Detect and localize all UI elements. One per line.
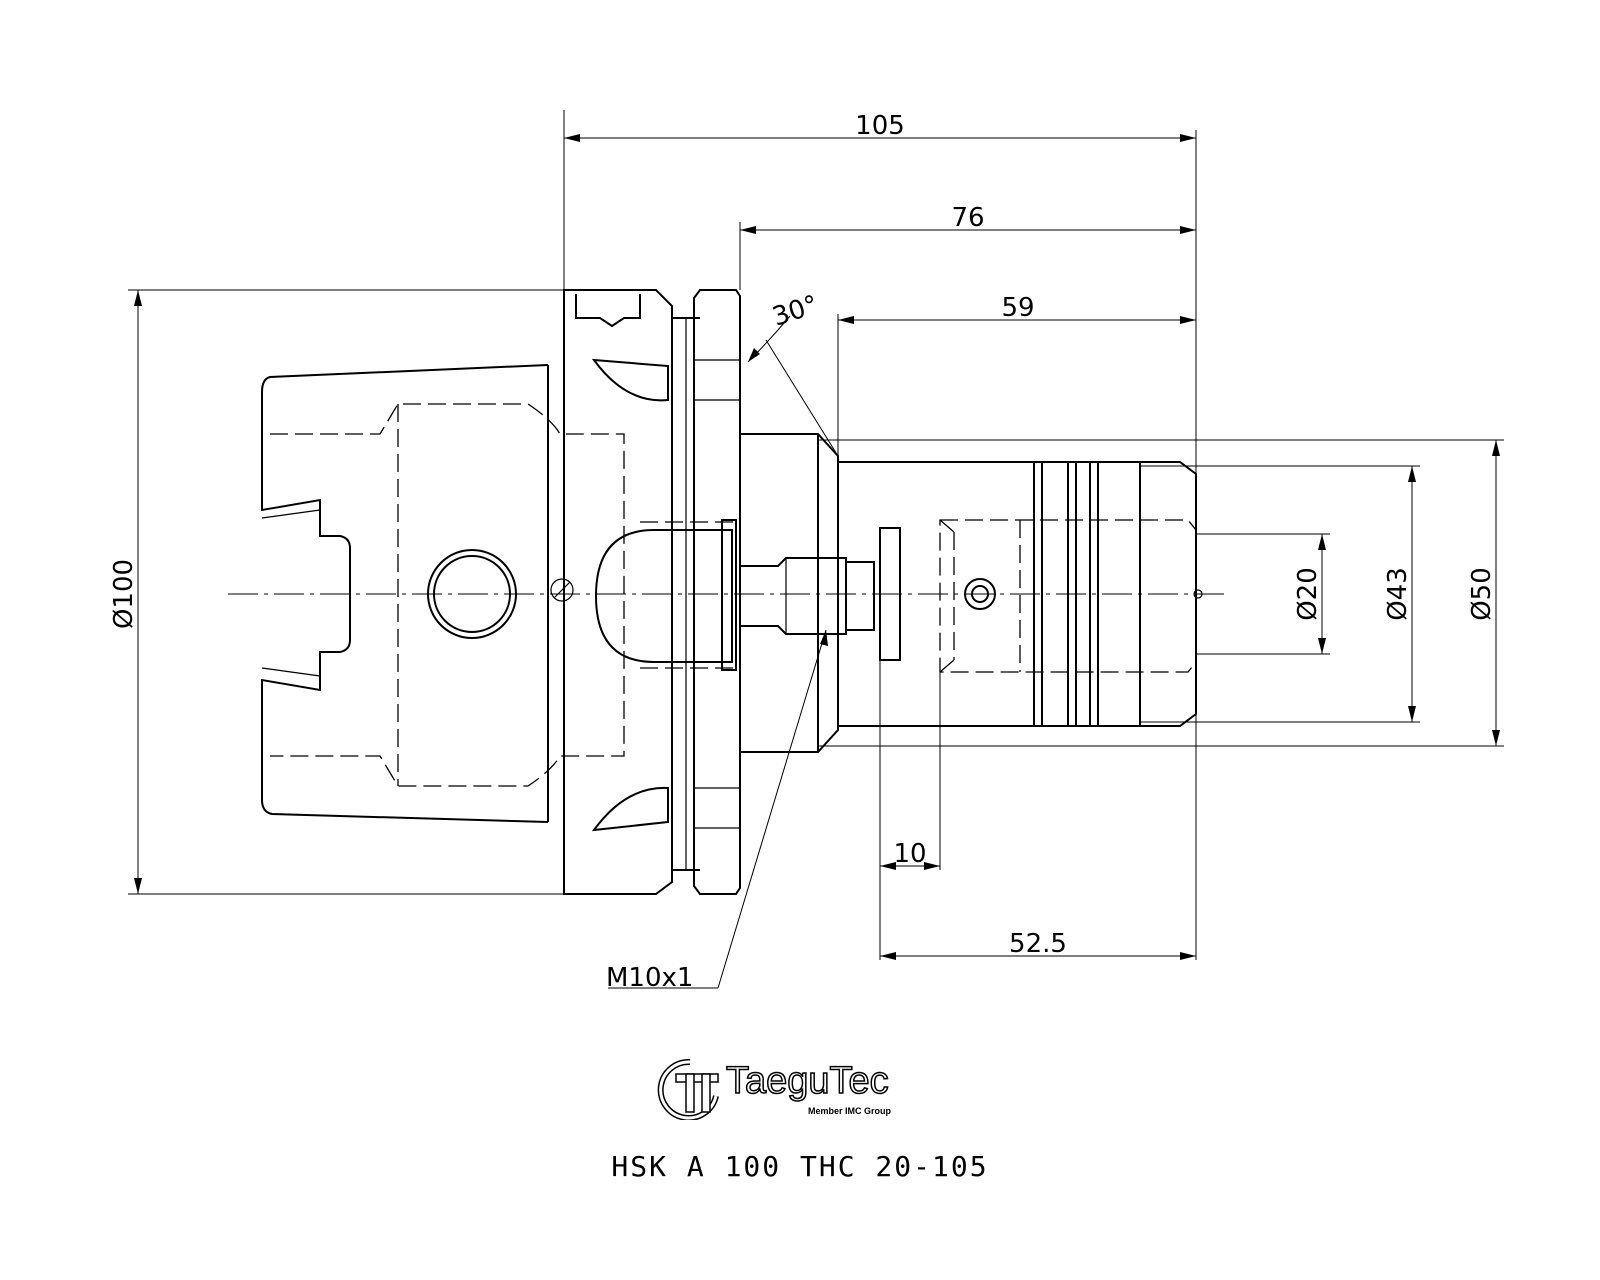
dim-50-label: Ø50	[1467, 567, 1497, 621]
arrow-thread	[820, 630, 828, 646]
clamping-bore-hidden-left2	[939, 659, 955, 673]
arrow-angle	[748, 348, 760, 362]
hsk-taper-notch-top	[261, 509, 321, 519]
flange-chamfer-bottom	[591, 786, 669, 832]
logo-tagline: Member IMC Group	[808, 1106, 892, 1116]
arrow-52-5-right	[1180, 952, 1196, 960]
arrow-59-left	[838, 316, 854, 324]
pull-stud-flange	[721, 519, 737, 671]
arrow-76-left	[740, 226, 756, 234]
flange-slot	[575, 294, 641, 328]
arrow-52-5-left	[880, 952, 896, 960]
arrow-20-top	[1318, 534, 1326, 550]
arrow-43-bottom	[1408, 706, 1416, 722]
dim-angle-label: 30°	[769, 290, 822, 333]
arrow-100-top	[134, 290, 142, 306]
coolant-port-outer	[964, 578, 996, 610]
dim-10-label: 10	[893, 839, 926, 869]
key-pin	[550, 578, 574, 602]
taegutec-logo-mark	[657, 1058, 719, 1120]
arrow-10-left	[880, 862, 896, 870]
thread-label: M10x1	[606, 963, 693, 993]
angle-leader	[765, 339, 839, 457]
tip-mark	[1193, 589, 1203, 599]
thread-leader	[717, 629, 827, 989]
hsk-bore-hidden	[270, 403, 625, 787]
cross-hole-inner	[433, 555, 511, 633]
arrow-76-right	[1180, 226, 1196, 234]
arrow-59-right	[1180, 316, 1196, 324]
part-number: HSK A 100 THC 20-105	[611, 1150, 989, 1183]
pull-stud	[594, 529, 733, 663]
key-pin-hatch	[553, 581, 571, 599]
arrow-43-top	[1408, 466, 1416, 482]
clamping-bore-hidden-left	[939, 519, 955, 533]
dim-52-5-label: 52.5	[1009, 929, 1067, 959]
coolant-port-inner	[971, 585, 989, 603]
arrow-20-bottom	[1318, 638, 1326, 654]
hsk-taper-outline	[261, 364, 549, 823]
stop-collar	[879, 527, 901, 661]
logo-wordmark: TaeguTec	[725, 1059, 889, 1103]
dim-100-label: Ø100	[109, 559, 139, 629]
dim-105-label: 105	[855, 111, 905, 141]
arrow-50-bottom	[1492, 730, 1500, 746]
flange-ring	[693, 289, 741, 895]
cross-hole-outer	[427, 549, 517, 639]
arrow-105-right	[1180, 134, 1196, 142]
arrow-10-right	[924, 862, 940, 870]
dim-20-label: Ø20	[1293, 567, 1323, 621]
hsk-taper-notch-bottom	[261, 667, 321, 677]
stop-screw	[845, 561, 875, 631]
dim-59-label: 59	[1001, 293, 1034, 323]
arrow-105-left	[564, 134, 580, 142]
body-neck	[740, 433, 839, 753]
dim-76-label: 76	[951, 203, 984, 233]
arrow-50-top	[1492, 440, 1500, 456]
arrow-100-bottom	[134, 878, 142, 894]
adjust-screw	[739, 557, 847, 635]
dim-43-label: Ø43	[1383, 567, 1413, 621]
flange-chamfer-top	[591, 358, 669, 402]
taegutec-logo: TaeguTec Member IMC Group	[656, 1056, 946, 1126]
